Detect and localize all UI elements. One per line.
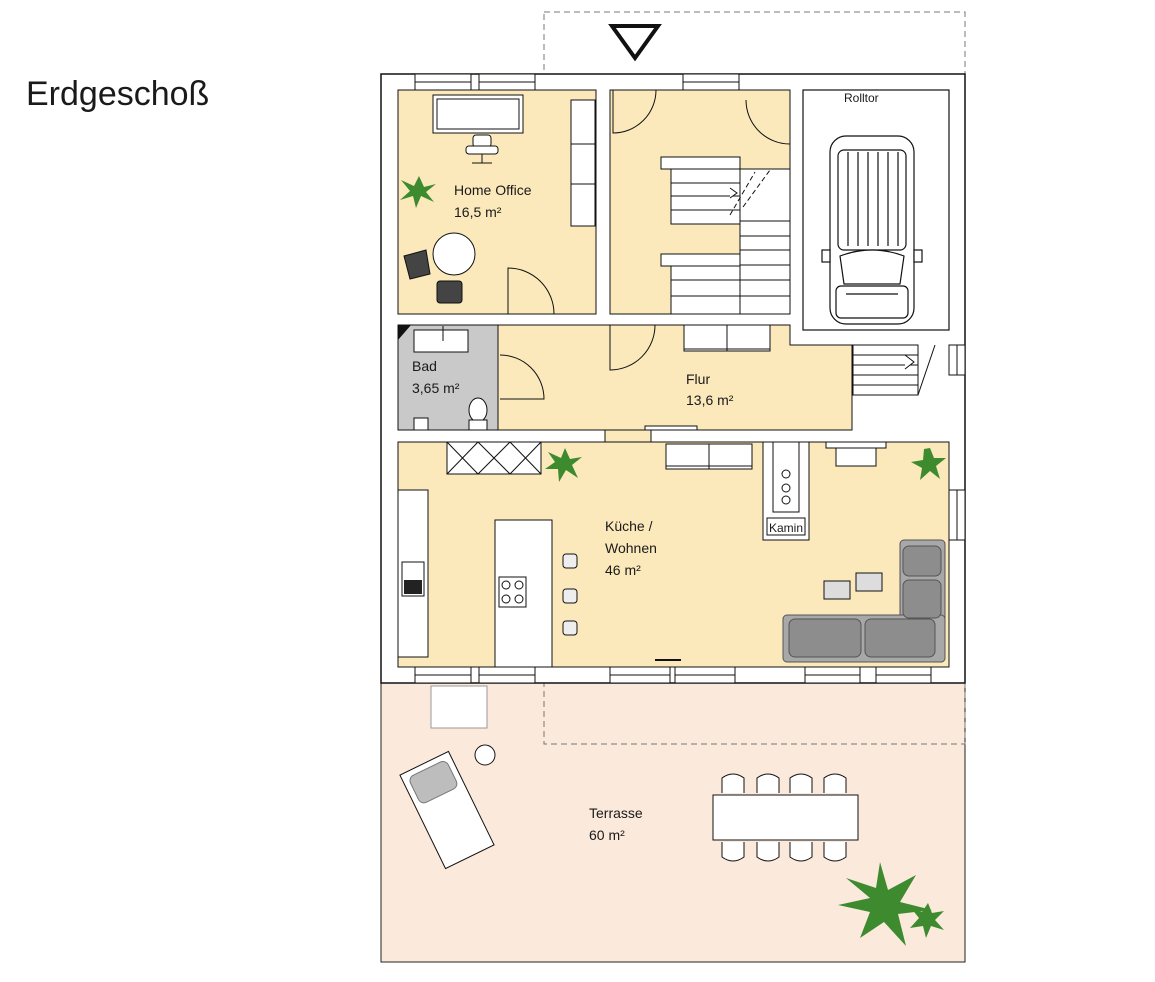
windows-right: [948, 344, 966, 541]
sofa: [782, 539, 946, 663]
plant-icon: [911, 448, 946, 480]
sun-lounger: [399, 750, 495, 870]
desk: [432, 94, 524, 134]
doorway: [604, 429, 652, 443]
cooktop-icon: [498, 576, 527, 608]
hall-cabinet: [683, 324, 771, 352]
terrace-area-label: 60 m²: [589, 827, 625, 843]
terrace-name: Terrasse: [589, 805, 643, 821]
bathroom-name: Bad: [412, 358, 437, 374]
bar-stools: [562, 553, 578, 636]
tv-icon: [825, 441, 887, 467]
floor-title: Erdgeschoß: [26, 75, 209, 113]
coffee-tables: [823, 572, 883, 600]
stair-divider: [917, 344, 936, 396]
sideboard: [665, 443, 753, 470]
bath-cabinet: [413, 417, 429, 431]
entrance-arrow-icon: [608, 24, 662, 62]
office-chair-icon: [465, 134, 499, 164]
dishwasher: [404, 580, 422, 594]
plant-icon: [400, 176, 436, 208]
sliding-door: [644, 425, 698, 431]
desk-top: [436, 98, 520, 130]
kitchen-name-line1: Küche /: [605, 518, 653, 534]
windows-bottom: [414, 666, 932, 684]
chair-icon: [403, 249, 463, 304]
hallway-area: 13,6 m²: [686, 392, 734, 408]
doors: [499, 89, 791, 400]
canopy-outline: [543, 11, 966, 76]
dining-chairs: [721, 773, 847, 862]
fireplace-burners: [781, 469, 791, 505]
bathroom-area: 3,65 m²: [412, 380, 460, 396]
large-plant-icon: [838, 862, 932, 946]
kitchen-name-line2: Wohnen: [605, 540, 657, 556]
fireplace-label: Kamin: [769, 521, 803, 535]
hallway-name: Flur: [686, 371, 710, 387]
kitchen-area: 46 m²: [605, 562, 641, 578]
car-icon: [821, 135, 923, 325]
windows-top: [414, 73, 740, 91]
shower-corner: [398, 325, 411, 340]
fireplace-label-box: [766, 517, 806, 536]
toilet-icon: [468, 397, 488, 431]
side-table: [474, 744, 496, 766]
home-office-name: Home Office: [454, 182, 532, 198]
dining-table: [712, 794, 859, 841]
cellar-stairs: [852, 344, 919, 396]
upper-cabinets: [446, 441, 542, 475]
garage-door-label: Rolltor: [844, 91, 879, 105]
plant-icon: [910, 903, 944, 938]
round-table: [432, 232, 476, 276]
shelf: [570, 99, 596, 227]
staircase: [660, 156, 791, 315]
terrace-door-mat: [430, 685, 488, 729]
sink: [413, 329, 469, 353]
home-office-area: 16,5 m²: [454, 204, 502, 220]
plant-icon: [545, 448, 582, 482]
